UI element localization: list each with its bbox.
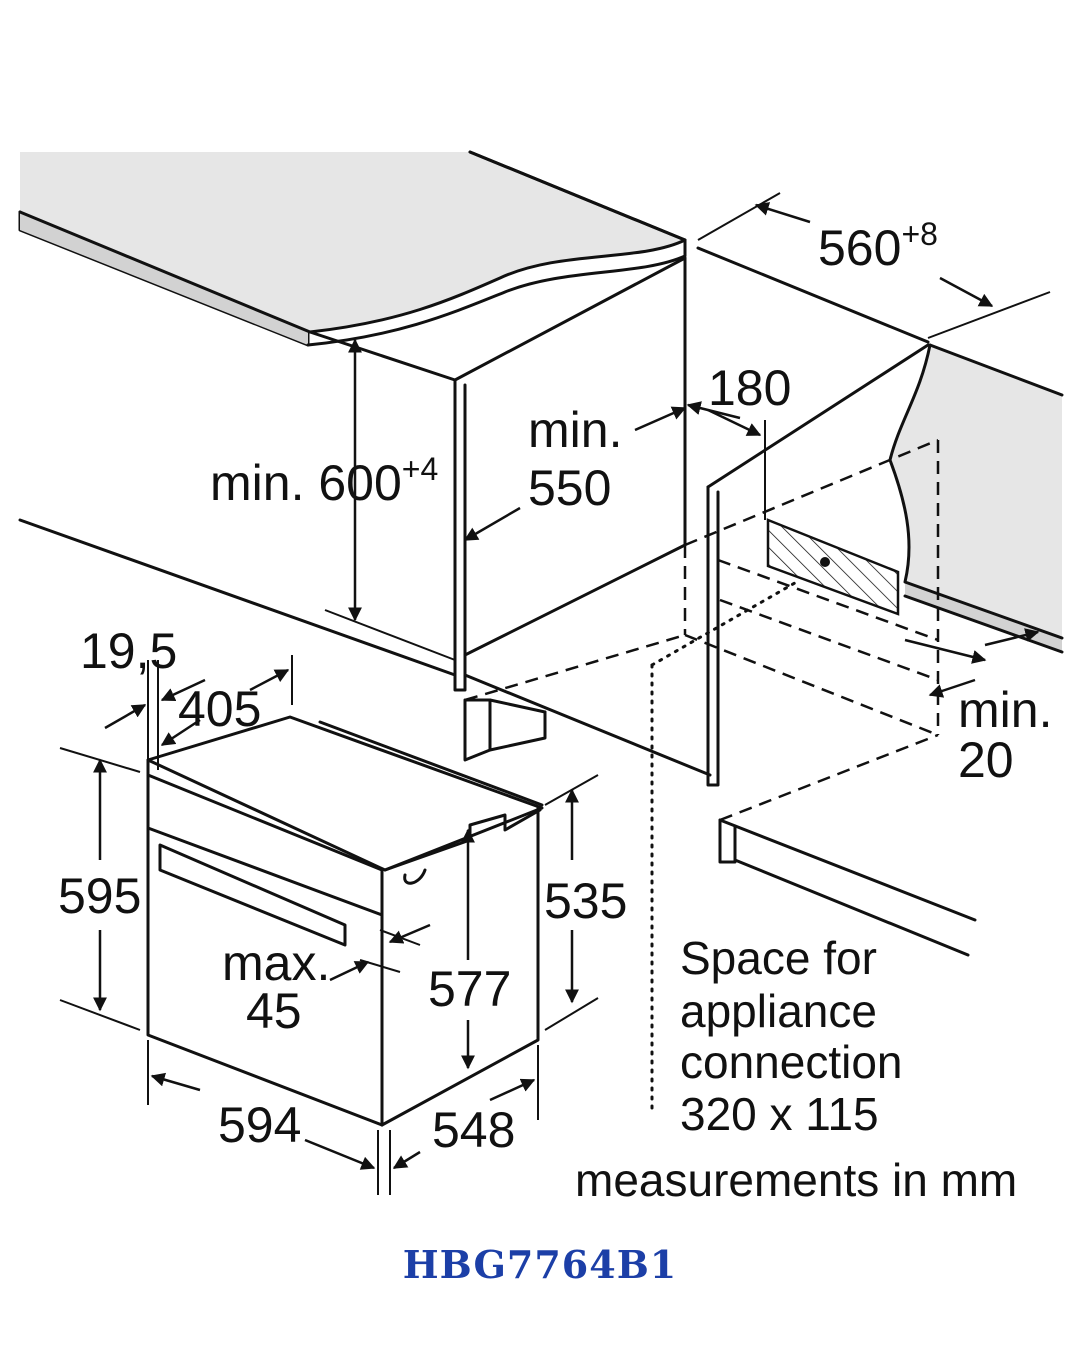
connection-note-line1: Space for — [680, 932, 877, 984]
units-note: measurements in mm — [575, 1154, 1017, 1206]
niche-depth-label-line1: min. — [528, 402, 622, 458]
worktop-right — [888, 343, 1064, 654]
connection-note-line3: connection — [680, 1036, 903, 1088]
niche-width-label: 560+8 — [818, 216, 938, 276]
connection-note-line2: appliance — [680, 985, 877, 1037]
body-height-side-label: 535 — [544, 873, 627, 929]
body-depth-label: 548 — [432, 1102, 515, 1158]
niche-height-label: min. 600+4 — [210, 451, 438, 511]
model-number: HBG7764B1 — [402, 1242, 678, 1287]
rear-gap-label-line2: 20 — [958, 732, 1014, 788]
body-height-inner-label: 577 — [428, 961, 511, 1017]
front-thickness-label: 19,5 — [80, 623, 177, 679]
oven-appliance — [146, 715, 544, 1127]
socket-area — [766, 518, 900, 616]
connection-note-line4: 320 x 115 — [680, 1088, 879, 1140]
door-protrusion-label-line1: max. — [222, 935, 330, 991]
door-protrusion-label-line2: 45 — [246, 983, 302, 1039]
rear-gap-label-line1: min. — [958, 682, 1052, 738]
dimension-lines — [59, 192, 1051, 1195]
cabinet-niche — [18, 150, 977, 1112]
worktop-left — [18, 150, 687, 347]
front-offset-label: 405 — [178, 681, 261, 737]
front-height-label: 595 — [58, 868, 141, 924]
niche-depth-label-line2: 550 — [528, 460, 611, 516]
front-width-label: 594 — [218, 1097, 301, 1153]
socket-offset-label: 180 — [708, 360, 791, 416]
